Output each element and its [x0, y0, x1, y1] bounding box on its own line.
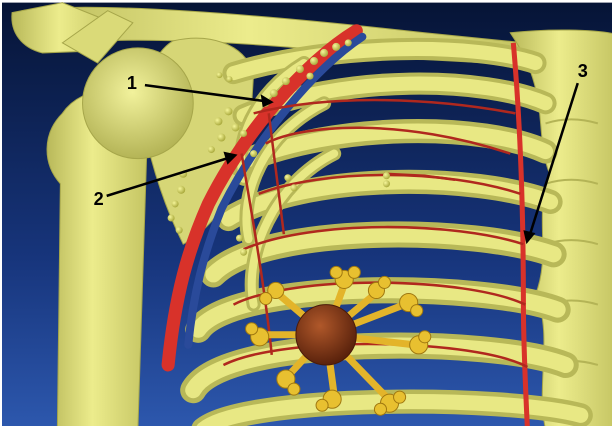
humeral-head	[83, 48, 194, 159]
callout-label-3: 3	[578, 61, 588, 81]
callout-label-2: 2	[94, 189, 104, 209]
tumor	[296, 305, 356, 365]
callout-label-1: 1	[127, 73, 137, 93]
